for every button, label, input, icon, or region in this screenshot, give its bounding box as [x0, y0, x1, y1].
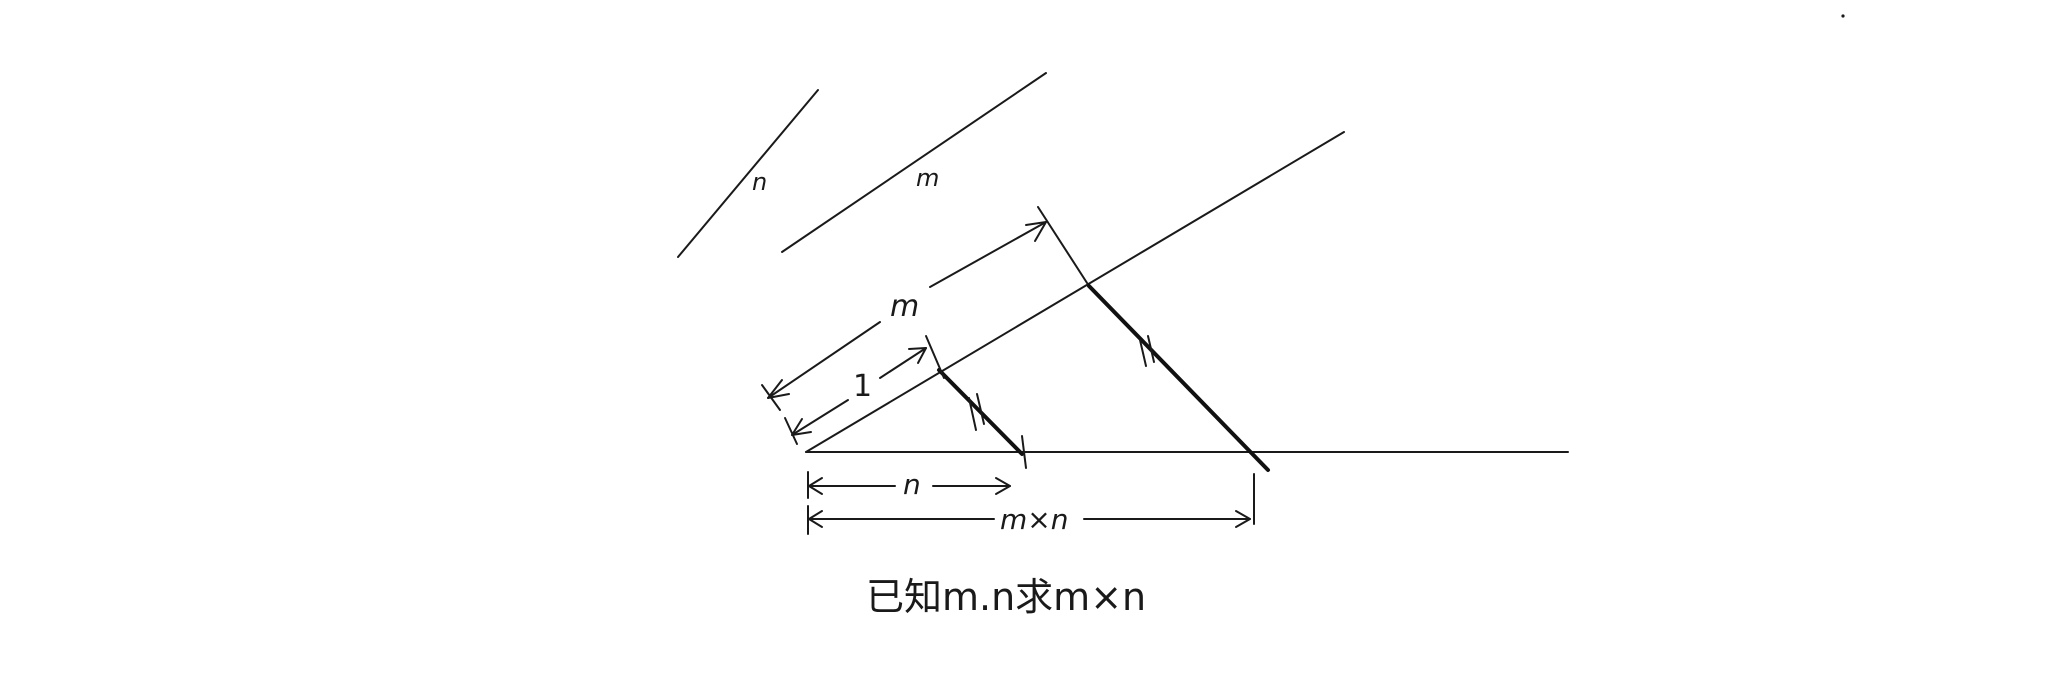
dimension-m [761, 221, 1047, 411]
tick-marks-large [1139, 335, 1155, 367]
given-segment-n [677, 89, 819, 258]
inclined-ray [805, 131, 1345, 453]
stray-dot [1841, 14, 1845, 18]
dimension-mxn-label: m×n [1000, 503, 1068, 536]
dimension-m-label: m [890, 289, 919, 324]
given-segment-m-label: m [916, 164, 939, 192]
dimension-one [784, 347, 927, 445]
parallel-extension [1037, 206, 1090, 287]
given-segment-m [781, 72, 1047, 253]
dimension-mxn [807, 473, 1255, 535]
caption: 已知m.n求m×n [866, 575, 1146, 619]
tick-one-on-ray [925, 335, 945, 379]
given-segment-n-label: n [752, 168, 767, 196]
tick-marks-small [968, 393, 985, 431]
parallel-line-large [1087, 284, 1270, 472]
tick-n-on-base [1021, 435, 1027, 469]
dimension-one-label: 1 [853, 369, 872, 404]
dimension-n-label: n [903, 468, 921, 501]
dimension-n [807, 471, 1011, 499]
